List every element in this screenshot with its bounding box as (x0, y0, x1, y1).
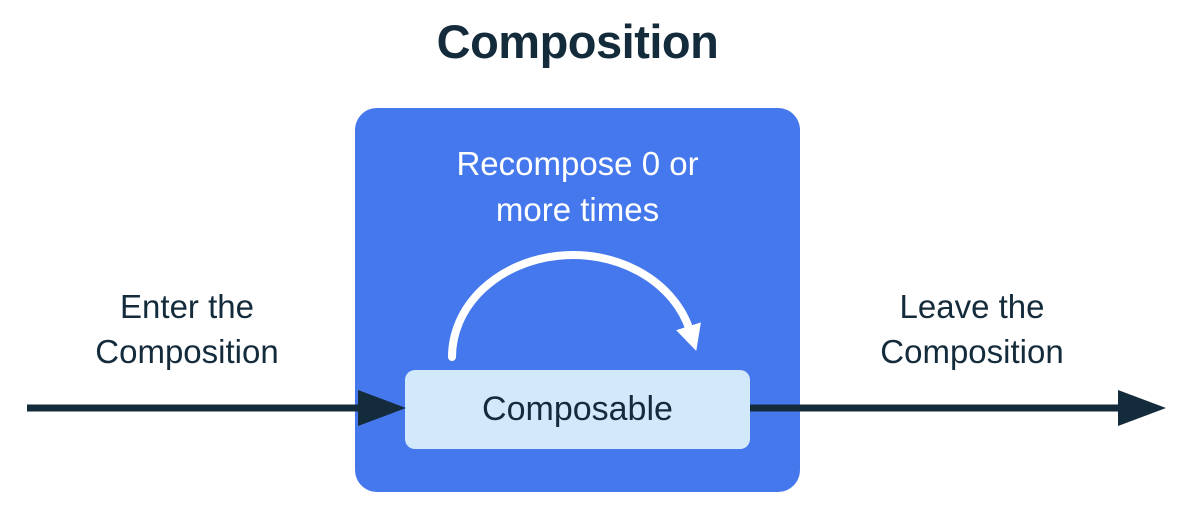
diagram-title: Composition (436, 15, 719, 68)
composable-label: Composable (482, 390, 673, 428)
leave-arrow-head-icon (1118, 390, 1166, 426)
recompose-label: Recompose 0 or more times (456, 145, 699, 228)
composable-box: Composable (405, 370, 750, 449)
leave-label: Leave the Composition (880, 288, 1064, 370)
enter-label: Enter the Composition (95, 288, 279, 370)
